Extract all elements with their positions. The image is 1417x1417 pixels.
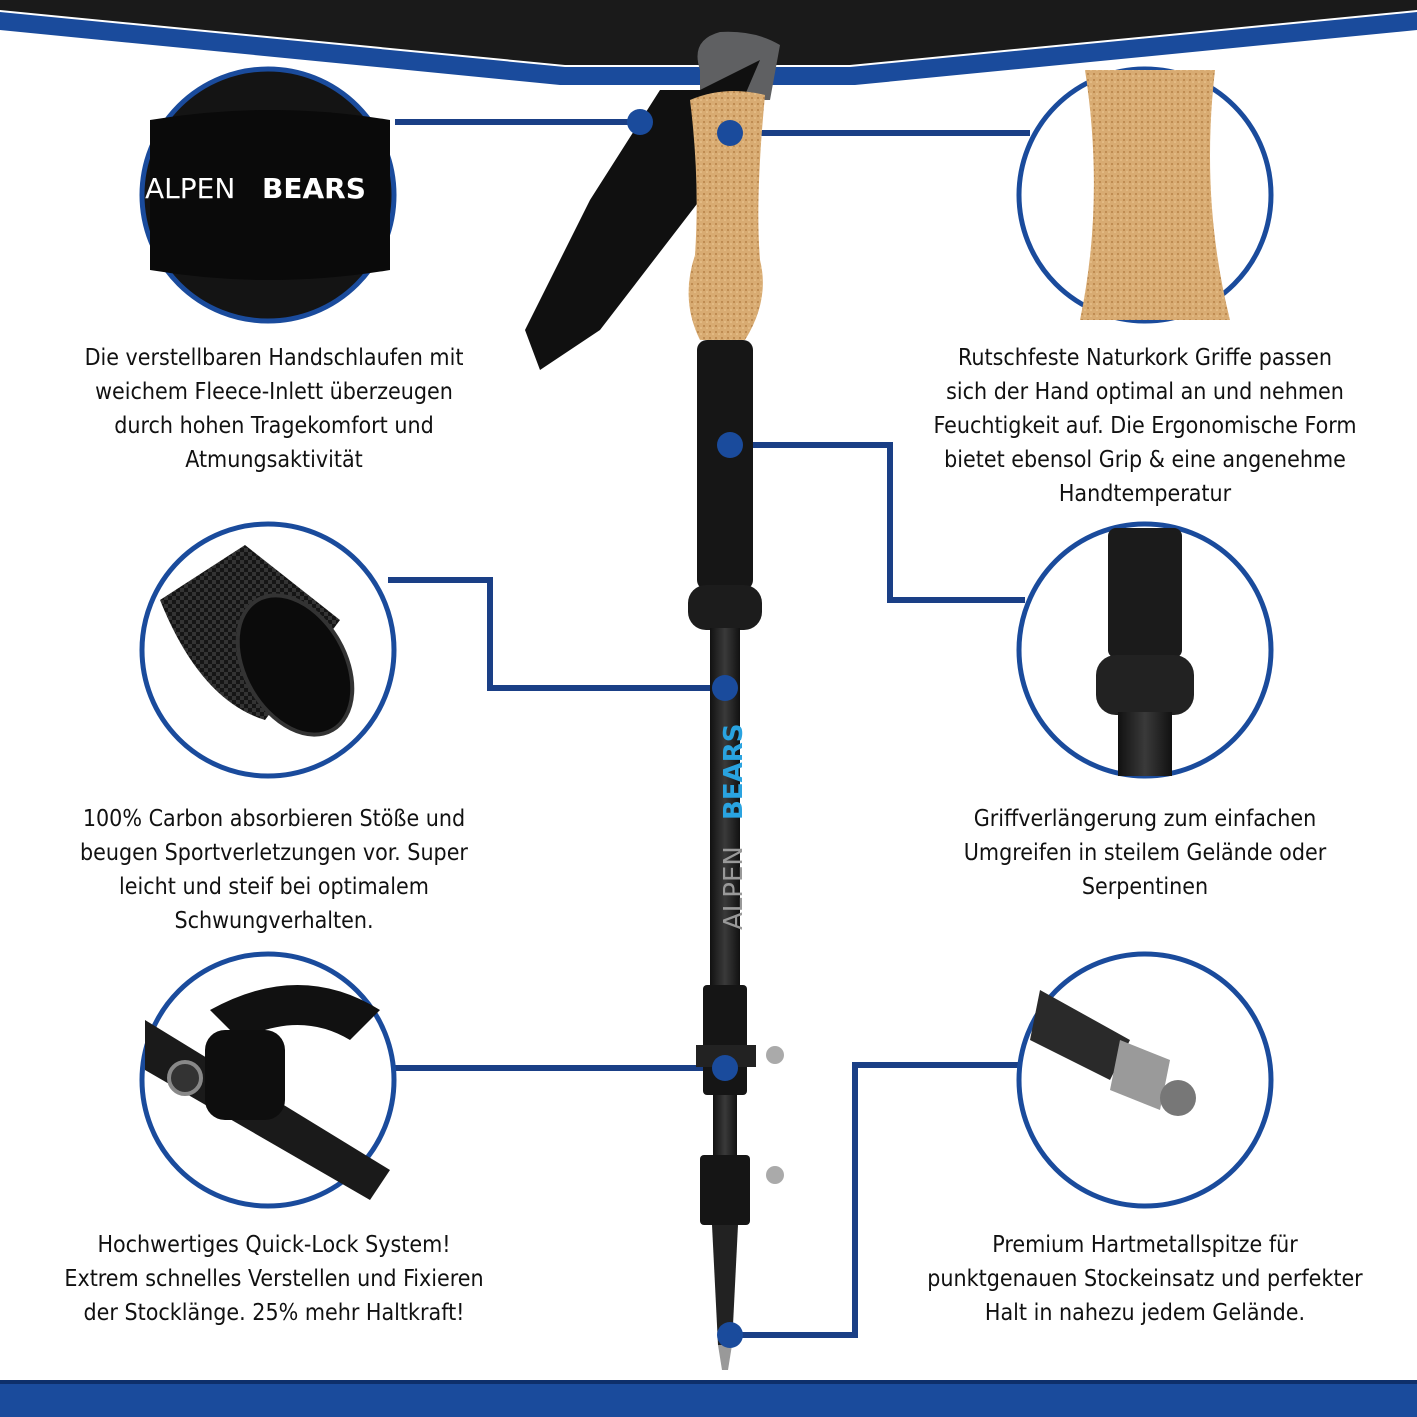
text-line: Umgreifen in steilem Gelände oder bbox=[963, 840, 1327, 866]
text-line: Schwungverhalten. bbox=[174, 908, 374, 934]
svg-text:BEARS: BEARS bbox=[262, 172, 366, 205]
feature-text-grip-extension: Griffverlängerung zum einfachen Umgreife… bbox=[915, 802, 1375, 904]
text-line: Premium Hartmetallspitze für bbox=[992, 1232, 1298, 1258]
text-line: Rutschfeste Naturkork Griffe passen bbox=[958, 345, 1332, 371]
text-line: Serpentinen bbox=[1081, 874, 1209, 900]
feature-text-quick-lock: Hochwertiges Quick-Lock System! Extrem s… bbox=[44, 1228, 504, 1330]
strap-logo: ALPEN BEARS bbox=[145, 172, 366, 205]
detail-circle-tip bbox=[1016, 951, 1274, 1209]
text-line: Atmungsaktivität bbox=[185, 447, 363, 473]
text-line: bietet ebensol Grip & eine angenehme bbox=[944, 447, 1346, 473]
trekking-pole-image: ALPEN BEARS bbox=[525, 31, 784, 1370]
text-line: Halt in nahezu jedem Gelände. bbox=[984, 1300, 1306, 1326]
svg-text:ALPEN: ALPEN bbox=[145, 172, 235, 205]
bottom-banner bbox=[0, 1380, 1417, 1417]
feature-text-tip: Premium Hartmetallspitze für punktgenaue… bbox=[915, 1228, 1375, 1330]
detail-circle-carbon bbox=[139, 521, 397, 779]
text-line: weichem Fleece-Inlett überzeugen bbox=[95, 379, 453, 405]
pole-logo-light: ALPEN bbox=[719, 846, 749, 930]
feature-text-strap: Die verstellbaren Handschlaufen mit weic… bbox=[44, 341, 504, 477]
text-line: Griffverlängerung zum einfachen bbox=[973, 806, 1317, 832]
detail-circle-quick-lock bbox=[139, 951, 397, 1209]
detail-circle-cork bbox=[1016, 66, 1274, 324]
text-line: beugen Sportverletzungen vor. Super bbox=[80, 840, 468, 866]
detail-circle-grip-extension bbox=[1016, 521, 1274, 779]
text-line: leicht und steif bei optimalem bbox=[119, 874, 429, 900]
text-line: Hochwertiges Quick-Lock System! bbox=[97, 1232, 451, 1258]
text-line: Die verstellbaren Handschlaufen mit bbox=[84, 345, 464, 371]
pole-logo-bold: BEARS bbox=[719, 724, 749, 820]
connector-lines bbox=[388, 119, 1030, 1338]
text-line: 100% Carbon absorbieren Stöße und bbox=[82, 806, 466, 832]
detail-circle-strap bbox=[139, 66, 397, 324]
feature-text-carbon: 100% Carbon absorbieren Stöße und beugen… bbox=[44, 802, 504, 938]
text-line: punktgenauen Stockeinsatz und perfekter bbox=[927, 1266, 1363, 1292]
text-line: sich der Hand optimal an und nehmen bbox=[946, 379, 1344, 405]
text-line: Feuchtigkeit auf. Die Ergonomische Form bbox=[933, 413, 1357, 439]
connector-dots bbox=[627, 109, 743, 1348]
text-line: Extrem schnelles Verstellen und Fixieren bbox=[64, 1266, 484, 1292]
text-line: durch hohen Tragekomfort und bbox=[114, 413, 434, 439]
feature-text-cork: Rutschfeste Naturkork Griffe passen sich… bbox=[915, 341, 1375, 511]
text-line: Handtemperatur bbox=[1058, 481, 1232, 507]
text-line: der Stocklänge. 25% mehr Haltkraft! bbox=[83, 1300, 465, 1326]
